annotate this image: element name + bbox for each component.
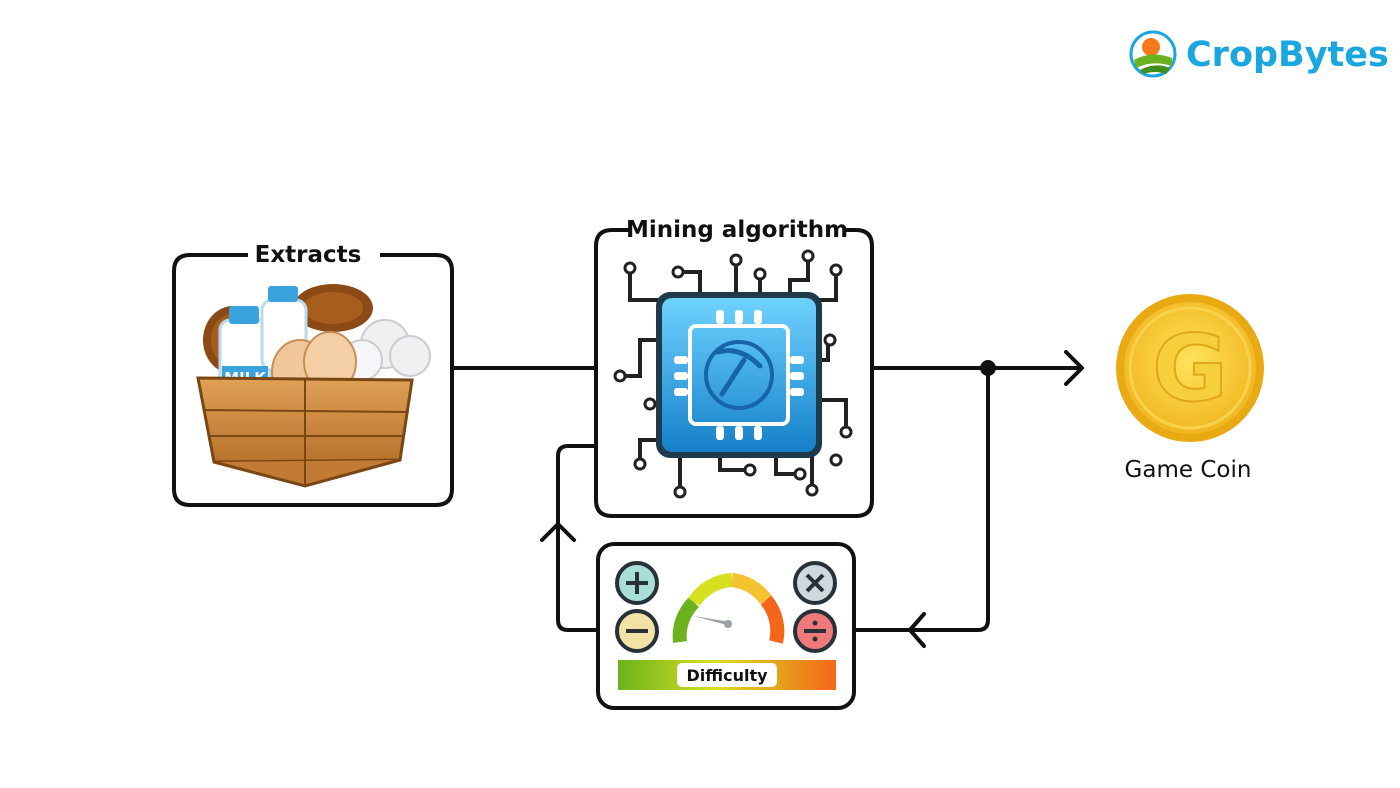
game-coin: G Game Coin: [1116, 294, 1264, 483]
basket-of-extracts-icon: MILK: [196, 284, 431, 488]
brand-logo: CropBytes: [1129, 30, 1389, 78]
junction-dot: [980, 360, 996, 376]
farm-sun-logo-icon: [1129, 30, 1177, 78]
arrowhead-to-coin: [1064, 350, 1084, 386]
difficulty-box: Difficulty: [596, 542, 856, 710]
extracts-title: Extracts: [255, 242, 362, 268]
mining-chip-icon: [613, 249, 853, 499]
plus-icon: [615, 561, 659, 605]
connectors: [452, 350, 1084, 648]
game-coin-label: Game Coin: [1125, 457, 1252, 483]
connector-difficulty-to-mining: [556, 444, 600, 632]
game-coin-icon: G: [1116, 294, 1264, 442]
mining-title: Mining algorithm: [626, 217, 848, 243]
divide-icon: [793, 609, 837, 653]
brand-name: CropBytes: [1186, 35, 1389, 75]
coin-letter: G: [1152, 315, 1228, 422]
difficulty-gauge-icon: Difficulty: [615, 561, 837, 690]
connector-feedback-to-difficulty: [854, 366, 990, 632]
arrowhead-into-difficulty: [908, 612, 926, 648]
mining-box: Mining algorithm: [594, 217, 874, 518]
multiply-icon: [793, 561, 837, 605]
extracts-box: Extracts MILK: [172, 242, 454, 507]
arrowhead-up-to-mining: [540, 522, 576, 542]
minus-icon: [615, 609, 659, 653]
difficulty-label: Difficulty: [686, 666, 768, 685]
